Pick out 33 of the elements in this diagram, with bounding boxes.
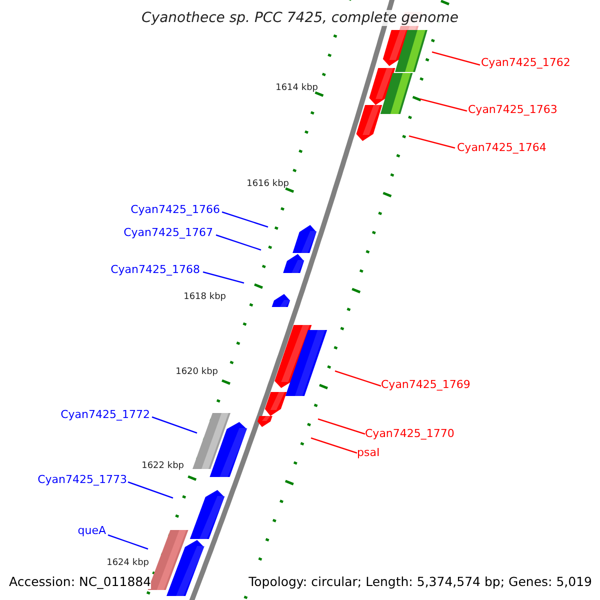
gene-label: Cyan7425_1762 bbox=[481, 57, 570, 68]
gene-label: Cyan7425_1767 bbox=[124, 227, 213, 238]
scale-label: 1616 kbp bbox=[246, 180, 289, 189]
leader-line bbox=[408, 135, 456, 149]
leader-line bbox=[108, 534, 148, 550]
gene-label: Cyan7425_1766 bbox=[130, 204, 220, 215]
gene-label: Cyan7425_1772 bbox=[60, 409, 150, 420]
gene-label: Cyan7425_1768 bbox=[110, 264, 200, 275]
gene-label: Cyan7425_1763 bbox=[468, 104, 558, 115]
leader-line bbox=[128, 481, 174, 499]
leader-line bbox=[334, 370, 382, 387]
gene-label: queA bbox=[78, 525, 106, 536]
gene-label: Cyan7425_1773 bbox=[38, 474, 127, 485]
title: Cyanothece sp. PCC 7425, complete genome bbox=[140, 10, 460, 26]
gene-label: Cyan7425_1770 bbox=[365, 428, 454, 439]
leader-line bbox=[202, 271, 244, 284]
scale-label: 1624 kbp bbox=[106, 559, 149, 568]
leader-line bbox=[152, 416, 198, 434]
leader-line bbox=[432, 51, 480, 66]
gene-label: psaI bbox=[357, 447, 380, 458]
scale-label: 1614 kbp bbox=[276, 84, 318, 93]
gene-label: Cyan7425_1764 bbox=[457, 142, 546, 153]
scale-label: 1622 kbp bbox=[142, 462, 184, 471]
scale-label: 1618 kbp bbox=[184, 293, 226, 302]
leader-line bbox=[216, 234, 262, 251]
leader-line bbox=[420, 98, 468, 112]
leader-line bbox=[310, 437, 358, 454]
leader-line bbox=[318, 418, 366, 435]
leader-line bbox=[222, 211, 268, 228]
genome-info: Topology: circular; Length: 5,374,574 bp; Genes: 5,019 bbox=[248, 576, 592, 588]
gene-label: Cyan7425_1769 bbox=[381, 379, 470, 390]
accession-note: Accession: NC_011884 bbox=[9, 576, 152, 588]
scale-label: 1620 kbp bbox=[176, 368, 218, 377]
